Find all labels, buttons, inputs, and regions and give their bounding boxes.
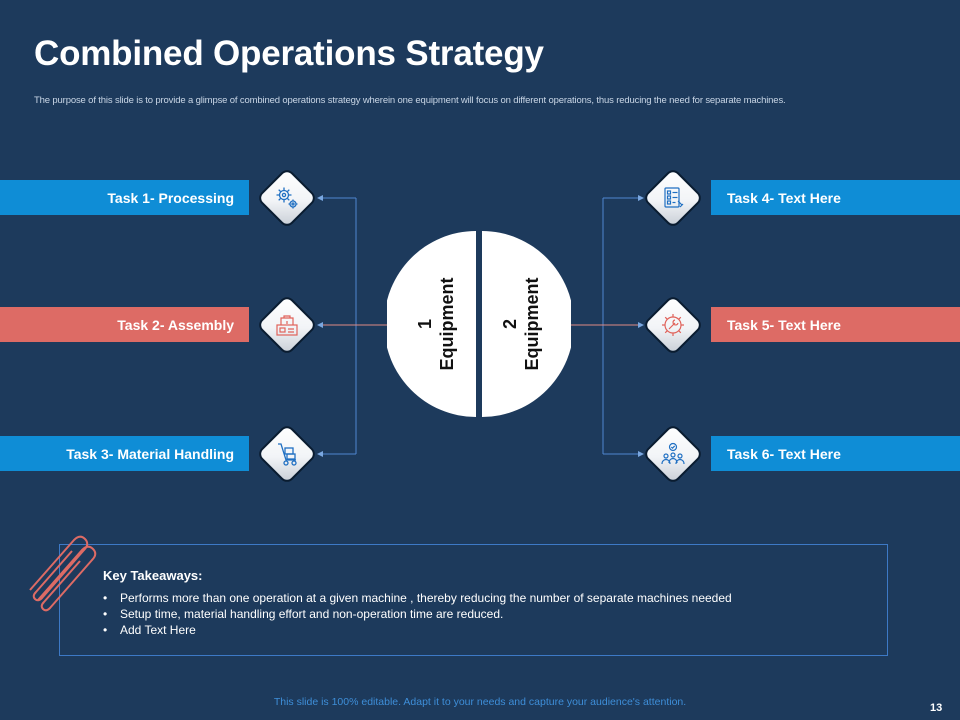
- key-takeaways-list: Performs more than one operation at a gi…: [103, 590, 732, 638]
- page-number: 13: [930, 702, 943, 714]
- equipment-2-text: Equipment: [522, 277, 542, 371]
- task-2-diamond: [258, 296, 316, 354]
- slide-subtitle: The purpose of this slide is to provide …: [34, 95, 786, 106]
- task-6-label: Task 6- Text Here: [727, 445, 841, 462]
- task-1-label: Task 1- Processing: [107, 189, 234, 206]
- takeaway-item: Add Text Here: [103, 622, 732, 638]
- paper-clips-icon: [29, 535, 97, 612]
- task-5-label: Task 5- Text Here: [727, 316, 841, 333]
- footer-note: This slide is 100% editable. Adapt it to…: [273, 696, 687, 708]
- task-6-bar: Task 6- Text Here: [711, 436, 960, 471]
- task-2-label: Task 2- Assembly: [117, 316, 234, 333]
- equipment-2-half: [482, 231, 571, 417]
- task-6-diamond: [644, 425, 702, 483]
- equipment-circle: [387, 231, 571, 417]
- gear-wrench-icon: [662, 314, 684, 336]
- task-3-diamond: [258, 425, 316, 483]
- task-3-label: Task 3- Material Handling: [66, 445, 234, 462]
- takeaway-item: Performs more than one operation at a gi…: [103, 590, 732, 606]
- equipment-2-label: 2 Equipment: [499, 264, 543, 384]
- equipment-1-half: [387, 231, 476, 417]
- gears-icon: [276, 187, 298, 209]
- key-takeaways-heading: Key Takeaways:: [103, 568, 203, 583]
- slide-title: Combined Operations Strategy: [34, 34, 544, 73]
- key-takeaways-box: Key Takeaways: Performs more than one op…: [59, 544, 888, 656]
- equipment-1-text: Equipment: [437, 277, 457, 371]
- equipment-2-number: 2: [500, 319, 520, 330]
- task-1-diamond: [258, 169, 316, 227]
- hand-truck-icon: [278, 443, 297, 466]
- task-1-bar: Task 1- Processing: [0, 180, 249, 215]
- task-4-diamond: [644, 169, 702, 227]
- equipment-1-number: 1: [415, 319, 435, 330]
- equipment-1-label: 1 Equipment: [414, 264, 458, 384]
- checklist-icon: [664, 187, 684, 208]
- task-2-bar: Task 2- Assembly: [0, 307, 249, 342]
- task-5-diamond: [644, 296, 702, 354]
- task-5-bar: Task 5- Text Here: [711, 307, 960, 342]
- team-check-icon: [661, 442, 685, 465]
- task-4-bar: Task 4- Text Here: [711, 180, 960, 215]
- assembly-machine-icon: [276, 315, 298, 336]
- task-3-bar: Task 3- Material Handling: [0, 436, 249, 471]
- takeaway-item: Setup time, material handling effort and…: [103, 606, 732, 622]
- task-4-label: Task 4- Text Here: [727, 189, 841, 206]
